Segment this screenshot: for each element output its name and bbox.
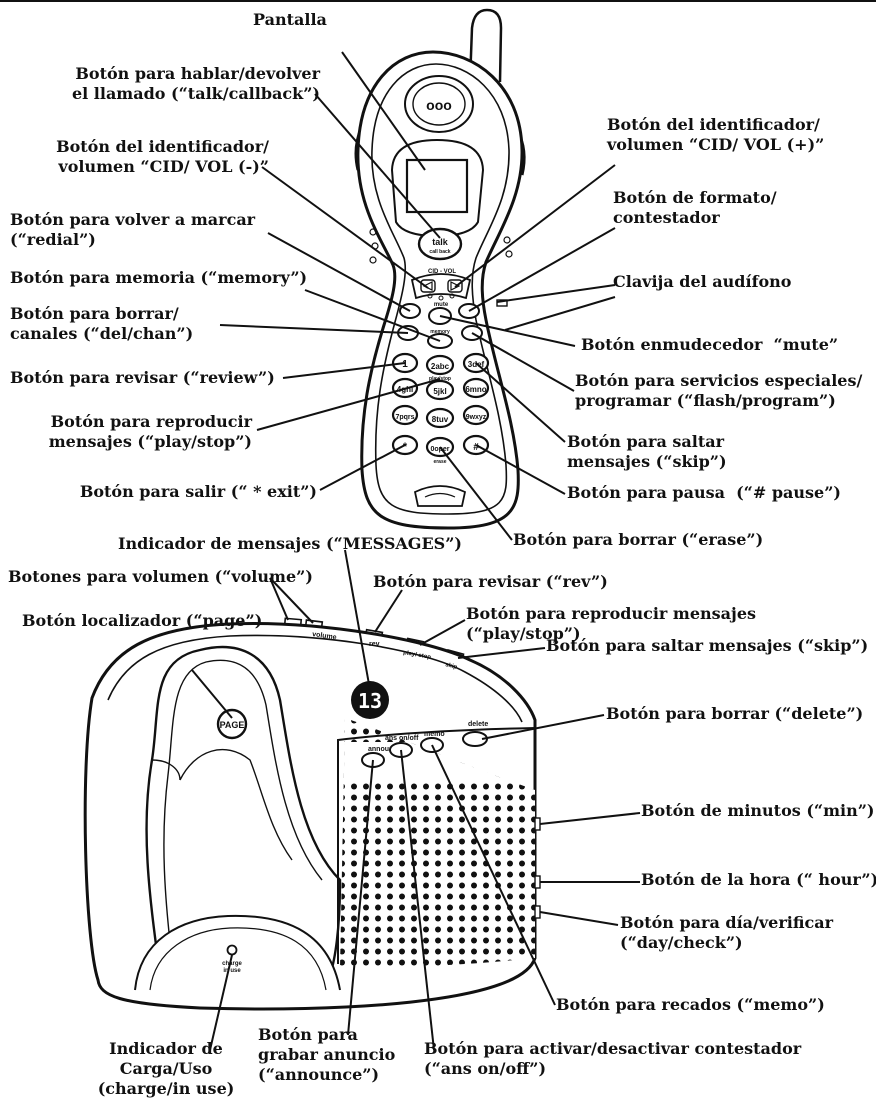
svg-text:call back: call back bbox=[429, 249, 450, 255]
leader-day bbox=[540, 912, 618, 925]
svg-text:memo: memo bbox=[424, 731, 445, 738]
svg-text:9wxyz: 9wxyz bbox=[466, 414, 487, 421]
handset: ooo talk call back CID - VOL mute memory… bbox=[356, 10, 524, 528]
svg-text:6mno: 6mno bbox=[465, 385, 486, 394]
base-unit: PAGE 13 volume rev play/ stop skip annou… bbox=[85, 618, 540, 1009]
label-day-check: Botón para día/verificar (“day/check”) bbox=[620, 913, 833, 953]
svg-text:8tuv: 8tuv bbox=[432, 415, 449, 424]
label-erase: Botón para borrar (“erase”) bbox=[513, 530, 763, 550]
label-charge: Indicador de Carga/Uso (charge/in use) bbox=[96, 1039, 236, 1099]
svg-text:delete: delete bbox=[468, 721, 488, 728]
label-format: Botón de formato/ contestador bbox=[613, 188, 777, 228]
day-check-button bbox=[535, 906, 540, 918]
svg-text:5jkl: 5jkl bbox=[433, 387, 446, 396]
label-memo: Botón para recados (“memo”) bbox=[556, 995, 825, 1015]
svg-text:talk: talk bbox=[432, 237, 449, 247]
handset-display bbox=[407, 160, 467, 212]
label-hour: Botón de la hora (“ hour”) bbox=[641, 870, 876, 890]
label-headset: Clavija del audífono bbox=[613, 272, 791, 292]
label-pause: Botón para pausa (“# pause”) bbox=[567, 483, 841, 503]
leader-min bbox=[540, 813, 640, 824]
hour-button bbox=[535, 876, 540, 888]
label-del-chan: Botón para borrar/ canales (“del/chan”) bbox=[10, 304, 193, 344]
label-volume: Botones para volumen (“volume”) bbox=[8, 567, 313, 587]
svg-text:rev: rev bbox=[369, 641, 380, 648]
leader-skip-base bbox=[458, 648, 545, 658]
label-ans: Botón para activar/desactivar contestado… bbox=[424, 1039, 801, 1079]
charge-indicator bbox=[228, 946, 237, 955]
svg-text:*: * bbox=[403, 441, 408, 453]
label-announce: Botón para grabar anuncio (“announce”) bbox=[258, 1025, 395, 1085]
leader-play-base bbox=[420, 620, 465, 645]
label-min: Botón de minutos (“min”) bbox=[641, 801, 875, 821]
label-memory: Botón para memoria (“memory”) bbox=[10, 268, 307, 288]
svg-text:in use: in use bbox=[223, 968, 241, 974]
leader-rev bbox=[375, 590, 402, 632]
earpiece-holes: ooo bbox=[426, 97, 452, 113]
label-messages: Indicador de mensajes (“MESSAGES”) bbox=[118, 534, 462, 554]
label-mute: Botón enmudecedor “mute” bbox=[581, 335, 838, 355]
label-skip-handset: Botón para saltar mensajes (“skip”) bbox=[567, 432, 727, 472]
label-cid-plus: Botón del identificador/ volumen “CID/ V… bbox=[607, 115, 824, 155]
label-cid-minus: Botón del identificador/ volumen “CID/ V… bbox=[56, 137, 269, 177]
label-page: Botón localizador (“page”) bbox=[22, 611, 262, 631]
leader-headset bbox=[497, 285, 615, 302]
label-exit: Botón para salir (“ * exit”) bbox=[80, 482, 317, 502]
leader-headset-2 bbox=[505, 297, 615, 330]
label-play-stop: Botón para reproducir mensajes (“play/st… bbox=[49, 412, 252, 452]
label-rev: Botón para revisar (“rev”) bbox=[373, 572, 608, 592]
svg-text:#: # bbox=[473, 442, 479, 453]
label-pantalla: Pantalla bbox=[253, 10, 327, 30]
label-skip-base: Botón para saltar mensajes (“skip”) bbox=[546, 636, 868, 656]
svg-text:charge: charge bbox=[222, 961, 242, 967]
svg-text:PAGE: PAGE bbox=[220, 720, 245, 730]
label-flash: Botón para servicios especiales/ program… bbox=[575, 371, 862, 411]
svg-text:ans on/off: ans on/off bbox=[385, 735, 419, 742]
svg-text:7pqrs: 7pqrs bbox=[395, 414, 414, 421]
label-review: Botón para revisar (“review”) bbox=[10, 368, 275, 388]
label-talk: Botón para hablar/devolver el llamado (“… bbox=[72, 64, 320, 104]
svg-text:2abc: 2abc bbox=[431, 362, 450, 371]
leader-del-chan bbox=[220, 325, 408, 333]
svg-text:1: 1 bbox=[402, 359, 408, 370]
label-redial: Botón para volver a marcar (“redial”) bbox=[10, 210, 255, 250]
svg-text:erase: erase bbox=[433, 459, 446, 465]
min-button bbox=[535, 818, 540, 830]
messages-count: 13 bbox=[358, 689, 382, 713]
label-delete: Botón para borrar (“delete”) bbox=[606, 704, 863, 724]
